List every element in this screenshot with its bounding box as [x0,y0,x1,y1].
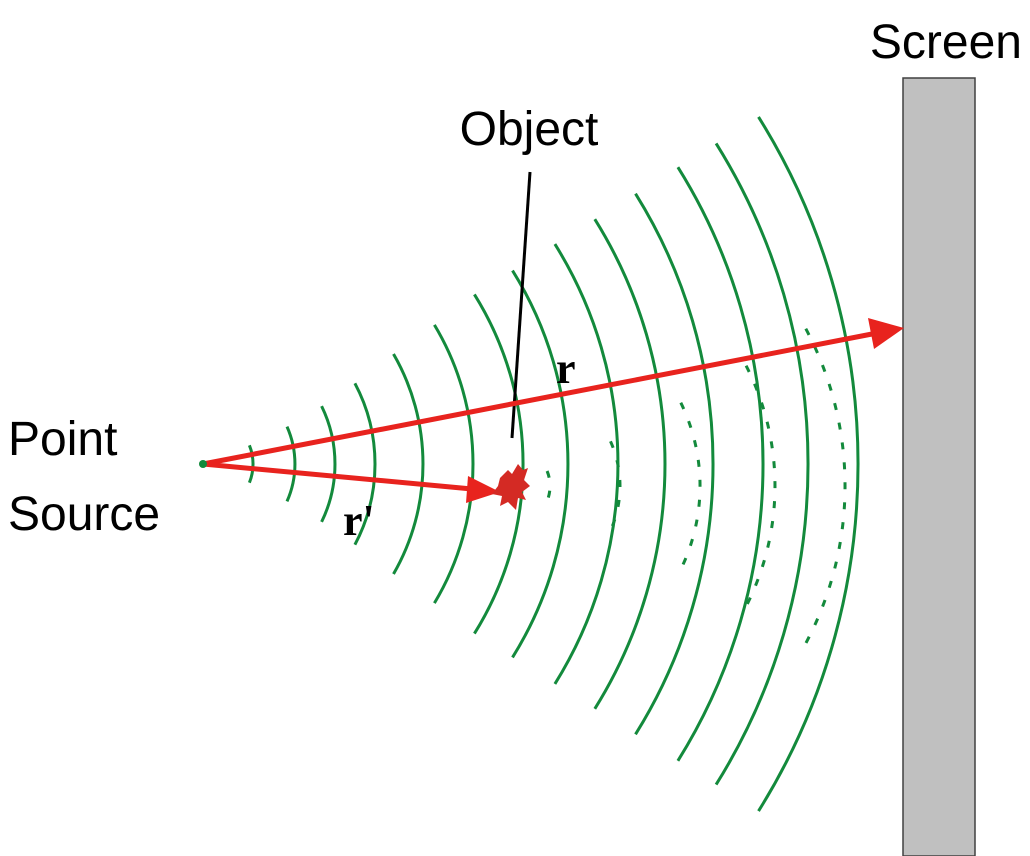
scattered-wavefronts [545,327,847,645]
object-blob [492,464,530,510]
vector-r-arrowhead [868,318,904,349]
screen-panel [902,77,976,856]
primary-wavefront-arc [392,353,425,575]
primary-wavefront-arc [285,425,297,503]
primary-wavefront-arc [714,142,810,786]
scattered-wavefront-arc [744,365,777,607]
vector-r-prime-shaft [202,461,473,492]
screen-label: Screen [870,16,1022,69]
scattered-wavefront-arc [679,402,702,570]
primary-wavefront-arc [353,382,377,546]
primary-wavefront-arc [676,166,765,762]
primary-wavefront-arc [757,116,860,812]
scattered-wavefront-arc [609,440,622,532]
vector-r-label: r [556,344,576,393]
vector-r-shaft [202,331,873,467]
scattered-wavefront-arc [545,470,552,502]
vector-r-prime-label: r' [343,496,375,545]
object-label: Object [460,103,599,156]
point-source-label-line2: Source [8,488,160,541]
primary-wavefront-arc [634,192,715,736]
primary-wavefront-arc [473,293,525,635]
primary-wavefront-arc [247,444,255,484]
primary-wavefronts [247,116,860,812]
primary-wavefront-arc [593,218,667,710]
primary-wavefront-arc [433,324,475,604]
primary-wavefront-arc [511,269,570,659]
object-pointer-line [510,171,532,439]
primary-wavefront-arc [320,405,337,523]
point-source-dot [199,460,207,468]
primary-wavefront-arc [553,243,620,685]
point-source-label-line1: Point [8,413,117,466]
scattered-wavefront-arc [804,327,847,645]
vector-r-prime-arrowhead [466,476,500,503]
